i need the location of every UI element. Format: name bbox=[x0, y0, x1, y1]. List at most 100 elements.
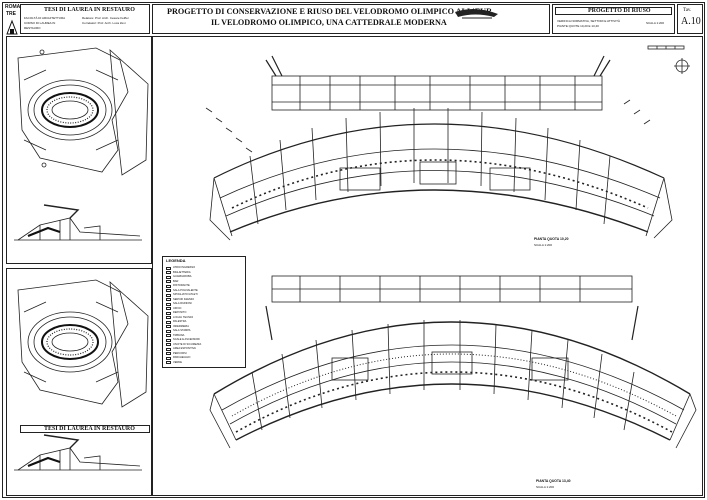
legend-swatch bbox=[166, 307, 171, 310]
legend-item-label: USCITE DI SICUREZZA bbox=[173, 342, 202, 346]
upper-plan-label: PIANTA QUOTA 10,20 bbox=[534, 237, 569, 241]
north-arrow-icon bbox=[674, 58, 690, 74]
legend-item-label: INFERMERIA bbox=[173, 324, 189, 328]
legend-swatch bbox=[166, 361, 171, 364]
project-title-line-1: PROGETTO DI CONSERVAZIONE E RIUSO DEL VE… bbox=[167, 7, 492, 16]
section-existing bbox=[14, 204, 142, 241]
legend-item: VERDE bbox=[166, 361, 244, 365]
faculty-line-3: RESTAURO bbox=[24, 26, 41, 30]
legend-item-label: BIGLIETTERIA bbox=[173, 270, 191, 274]
legend-item-label: ATRIO INGRESSO bbox=[173, 266, 196, 269]
site-plan-project bbox=[17, 279, 149, 408]
lower-plan-scale: SCALA 1:200 bbox=[536, 485, 555, 489]
legend-item-label: LOCALI TECNICI bbox=[173, 315, 194, 319]
legend-swatch bbox=[166, 284, 171, 288]
section-project bbox=[14, 434, 142, 471]
legend-item: BIGLIETTERIA bbox=[166, 271, 244, 275]
legend-item: UFFICI bbox=[166, 307, 244, 311]
legend-item: SERVIZI IGIENICI bbox=[166, 298, 244, 302]
legend-item-label: SALA POLIVALENTE bbox=[173, 288, 198, 292]
legend-item: INFERMERIA bbox=[166, 325, 244, 329]
legend-item-label: VERDE bbox=[173, 360, 182, 364]
legend-item: BAR bbox=[166, 280, 244, 284]
legend-item: LOCALI TECNICI bbox=[166, 316, 244, 320]
legend-swatch bbox=[166, 302, 171, 306]
legend-item-label: PERCORSI bbox=[173, 351, 187, 355]
legend-item: DEPOSITO bbox=[166, 311, 244, 315]
legend-title: LEGENDA bbox=[166, 258, 186, 263]
legend-item-label: SPOGLIATOI ATLETI bbox=[173, 293, 198, 296]
legend-swatch bbox=[166, 334, 171, 337]
legend-swatch bbox=[166, 338, 171, 342]
legend-swatch bbox=[166, 311, 171, 315]
logo-text-line1: ROMA bbox=[5, 4, 21, 10]
left-panel-header-title: TESI DI LAUREA IN RESTAURO bbox=[44, 7, 135, 13]
legend-item-label: UFFICI bbox=[173, 306, 182, 310]
legend-item: RISTORANTE bbox=[166, 284, 244, 288]
legend-item-label: SALA STAMPA bbox=[173, 329, 191, 332]
tav-cell bbox=[677, 4, 703, 34]
tav-number: A.10 bbox=[681, 16, 701, 27]
left-panel-header-2 bbox=[20, 425, 150, 433]
legend-swatch bbox=[166, 356, 171, 360]
title-block bbox=[152, 4, 550, 34]
graphic-scale-bar bbox=[647, 45, 685, 50]
legend-item: USCITE DI SICUREZZA bbox=[166, 343, 244, 347]
legend-swatch bbox=[166, 293, 171, 297]
left-panel-project bbox=[6, 268, 152, 496]
drawing-area bbox=[152, 36, 703, 496]
university-logo: ROMA TRE bbox=[5, 4, 21, 35]
legend-item: GUARDAROBA bbox=[166, 275, 244, 279]
logo-text-line2: TRE bbox=[6, 11, 16, 17]
legend-swatch bbox=[166, 266, 171, 270]
legend-item: SCALE E ASCENSORI bbox=[166, 338, 244, 342]
legend-swatch bbox=[166, 343, 171, 346]
legend-item: PALESTRA bbox=[166, 320, 244, 324]
lower-floor-plan bbox=[209, 275, 697, 449]
legend-item-label: SCALE E ASCENSORI bbox=[173, 338, 200, 341]
left-panel-existing bbox=[6, 36, 152, 264]
legend-item-label: SERVIZI IGIENICI bbox=[173, 297, 195, 301]
supervisor-line-2: Correlatori: Prof. Arch. Luca Zevi bbox=[82, 21, 126, 25]
legend-item-label: DEPOSITO bbox=[173, 311, 187, 314]
legend-box bbox=[162, 256, 246, 368]
legend-item: AREA ESPOSITIVA bbox=[166, 347, 244, 351]
sheet-description-2: PIANTE QUOTE 10,20 E 13,40 bbox=[557, 24, 599, 28]
section-name: PROGETTO DI RIUSO bbox=[588, 8, 651, 14]
legend-item-label: PALESTRA bbox=[173, 320, 187, 323]
legend-item-label: TRIBUNA bbox=[173, 333, 185, 337]
seating-hatch bbox=[46, 96, 677, 433]
lower-plan-label: PIANTA QUOTA 13,40 bbox=[536, 479, 571, 483]
sheet-description-1: VERIFICA NORMATIVA, SETTORI E ATTIVITÀ bbox=[557, 19, 620, 23]
info-block bbox=[552, 4, 675, 34]
legend-swatch bbox=[166, 325, 171, 328]
left-panel-header bbox=[20, 4, 150, 34]
legend-swatch bbox=[166, 329, 171, 333]
legend-swatch bbox=[166, 320, 171, 324]
legend-item-label: BAR bbox=[173, 279, 179, 283]
legend-item-label: PARCHEGGIO bbox=[173, 356, 191, 359]
upper-floor-plan bbox=[205, 55, 673, 241]
legend-item-label: AREA ESPOSITIVA bbox=[173, 347, 196, 350]
legend-swatch bbox=[166, 280, 171, 283]
tav-label: Tav. bbox=[683, 8, 692, 13]
legend-swatch bbox=[166, 289, 171, 292]
legend-swatch bbox=[166, 316, 171, 319]
legend-swatch bbox=[166, 275, 171, 279]
sheet-scale: SCALA 1:200 bbox=[646, 21, 665, 25]
section-name-cell bbox=[555, 7, 672, 15]
legend-item: SALA POLIVALENTE bbox=[166, 289, 244, 293]
legend-item-label: GUARDAROBA bbox=[173, 275, 192, 278]
legend-item: TRIBUNA bbox=[166, 334, 244, 338]
legend-swatch bbox=[166, 271, 171, 274]
left-panel-header-2-title: TESI DI LAUREA IN RESTAURO bbox=[44, 426, 135, 432]
legend-item-label: SALA RIUNIONI bbox=[173, 302, 192, 305]
legend-item: PARCHEGGIO bbox=[166, 356, 244, 360]
project-title-line-2: IL VELODROMO OLIMPICO, UNA CATTEDRALE MO… bbox=[211, 18, 447, 27]
legend-swatch bbox=[166, 347, 171, 351]
faculty-line-1: FACOLTÀ DI ARCHITETTURA bbox=[24, 16, 66, 20]
supervisor-line-1: Relatore: Prof. Arch. Cesare Feiffer bbox=[82, 16, 129, 20]
